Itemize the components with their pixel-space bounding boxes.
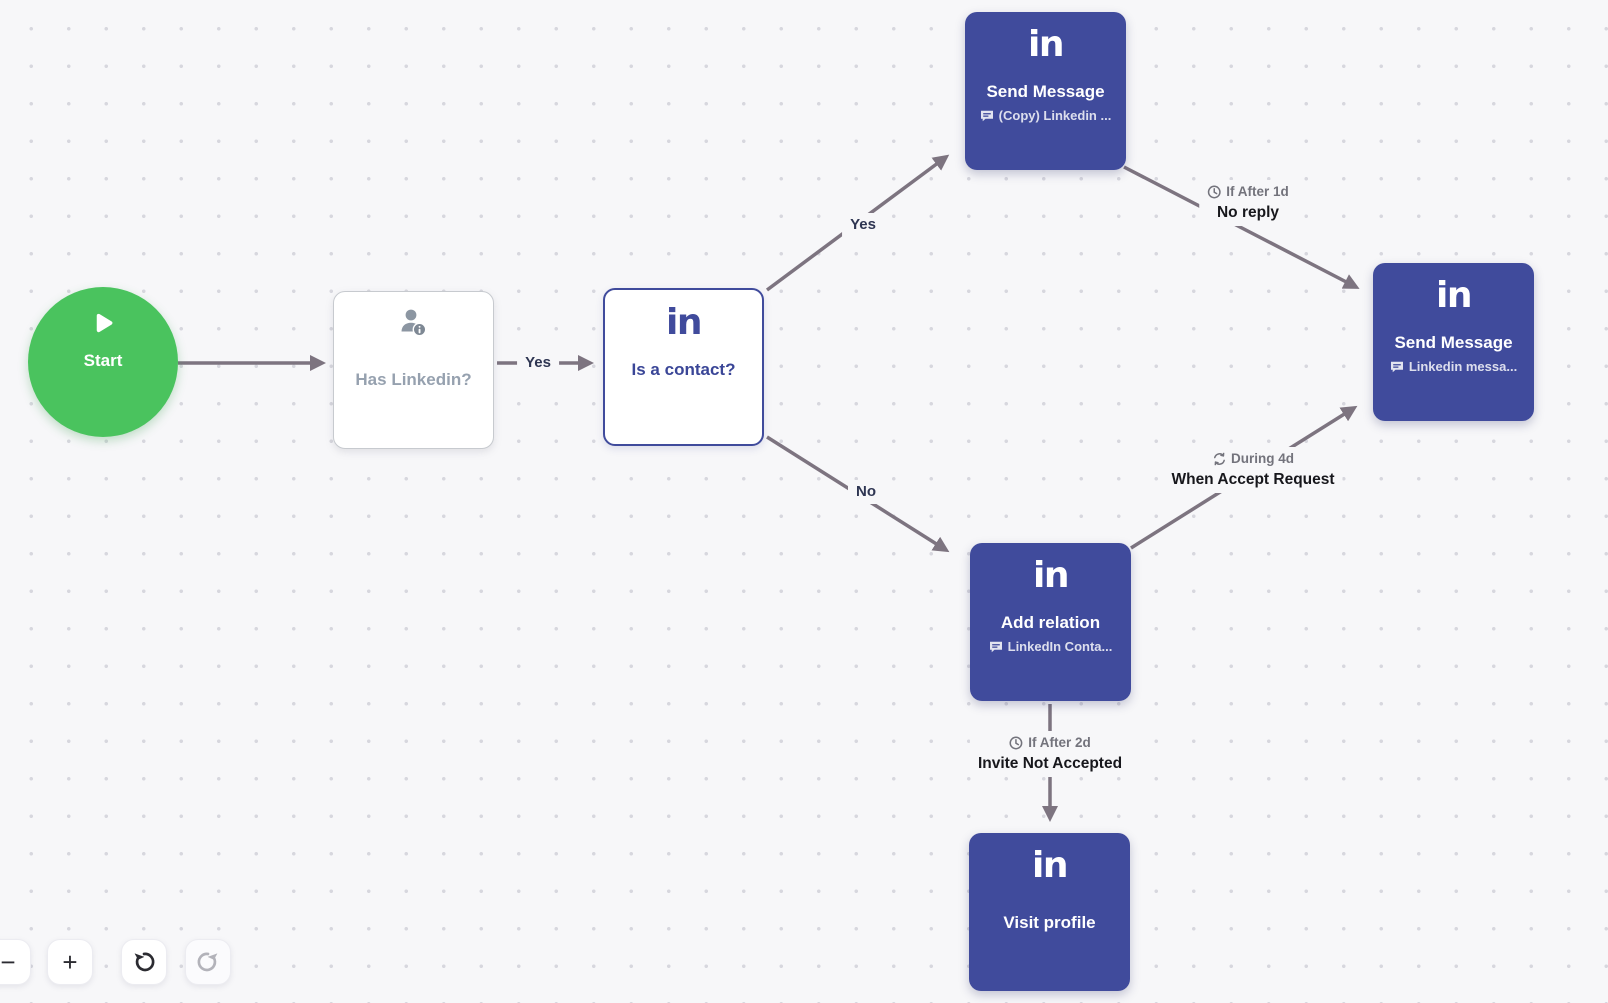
node-send-message-right-sublabel: Linkedin messa... bbox=[1408, 359, 1518, 374]
message-icon bbox=[1390, 361, 1403, 373]
refresh-icon bbox=[1213, 452, 1225, 465]
plus-icon: + bbox=[62, 946, 78, 977]
zoom-out-button[interactable]: − bbox=[0, 939, 31, 985]
zoom-in-button[interactable]: + bbox=[47, 939, 93, 985]
node-start-label: Start bbox=[83, 351, 123, 370]
clock-icon bbox=[1009, 736, 1023, 749]
node-visit-profile[interactable]: in Visit profile bbox=[969, 833, 1130, 991]
undo-button[interactable] bbox=[121, 939, 167, 985]
edge-label-contact-yes[interactable]: Yes bbox=[842, 213, 884, 237]
edge-label-contact-no[interactable]: No bbox=[848, 480, 884, 504]
node-add-relation-label: Add relation bbox=[1000, 613, 1101, 632]
node-send-message-right-label: Send Message bbox=[1394, 333, 1513, 352]
node-is-contact-label: Is a contact? bbox=[631, 360, 736, 379]
redo-button[interactable] bbox=[185, 939, 231, 985]
node-send-message-top-sublabel: (Copy) Linkedin ... bbox=[998, 108, 1112, 123]
redo-icon bbox=[197, 952, 218, 972]
node-has-linkedin-label: Has Linkedin? bbox=[355, 370, 472, 389]
undo-icon bbox=[134, 952, 155, 972]
clock-icon bbox=[1207, 185, 1221, 198]
edge-label-no-reply[interactable]: If After 1d No reply bbox=[1199, 180, 1297, 226]
message-icon bbox=[989, 641, 1002, 653]
linkedin-icon: in bbox=[1028, 24, 1064, 65]
play-icon bbox=[96, 313, 113, 333]
edge-label-has-linkedin-yes[interactable]: Yes bbox=[517, 351, 559, 375]
node-add-relation-sublabel: LinkedIn Conta... bbox=[1007, 639, 1113, 654]
person-info-icon bbox=[401, 309, 426, 337]
node-send-message-top-label: Send Message bbox=[986, 82, 1105, 101]
node-has-linkedin[interactable]: Has Linkedin? bbox=[333, 291, 494, 449]
minus-icon: − bbox=[0, 946, 16, 977]
node-send-message-top[interactable]: in Send Message (Copy) Linkedin ... bbox=[965, 12, 1126, 170]
linkedin-icon: in bbox=[1032, 845, 1068, 886]
edge-label-invite-not-accepted[interactable]: If After 2d Invite Not Accepted bbox=[969, 731, 1131, 777]
edge-label-accept-request[interactable]: During 4d When Accept Request bbox=[1163, 447, 1343, 493]
message-icon bbox=[980, 110, 993, 122]
linkedin-icon: in bbox=[666, 302, 702, 343]
linkedin-icon: in bbox=[1033, 555, 1069, 596]
linkedin-icon: in bbox=[1436, 275, 1472, 316]
node-add-relation[interactable]: in Add relation LinkedIn Conta... bbox=[970, 543, 1131, 701]
node-start[interactable]: Start bbox=[28, 287, 178, 437]
node-visit-profile-label: Visit profile bbox=[1003, 913, 1096, 932]
node-send-message-right[interactable]: in Send Message Linkedin messa... bbox=[1373, 263, 1534, 421]
node-is-contact[interactable]: in Is a contact? bbox=[603, 288, 764, 446]
